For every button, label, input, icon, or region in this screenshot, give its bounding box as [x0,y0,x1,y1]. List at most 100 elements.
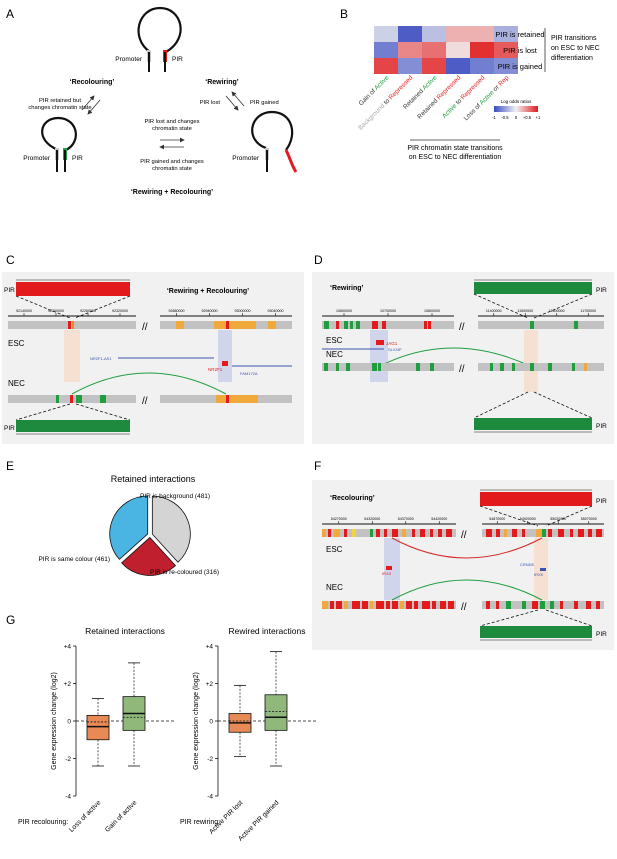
nec-track-left-f [322,601,456,609]
coordinate-label: 10700000 [380,309,396,313]
loop-top [137,6,182,53]
panel-e-title: Retained interactions [111,474,196,484]
esc-track-right-d [478,321,604,329]
heatmap-cell [494,58,518,74]
gene-c-1: NR2F1-AS1 [90,356,112,361]
slice-label-recoloured: PIR is re-coloured (316) [150,569,219,576]
legend-gradient [494,106,538,112]
box [86,714,110,741]
coordinate-label: 54920000 [520,517,536,521]
heatmap-cell [446,42,470,58]
pir-lost-label: PIR lost [200,100,221,106]
pir-label-left: PIR [72,155,83,162]
panel-f-title: ‘Recolouring’ [330,495,375,502]
side-label-3: differentiation [551,55,593,62]
panel-f-letter: F [314,459,321,473]
nec-label-c: NEC [8,379,25,388]
heatmap-cell [398,26,422,42]
promoter-highlight-c [218,330,232,382]
coordinate-label: 11500000 [517,309,533,313]
pie-chart [109,495,191,576]
heatmap-row-label: PIR is gained [498,62,543,71]
y-tick-label: 0 [209,719,213,726]
gained-changes-2: chromatin state [152,166,192,172]
coordinate-label: 11400000 [486,309,502,313]
svg-text://: // [142,396,148,407]
coordinate-label: 93000000 [235,309,251,313]
bottom-label-2: on ESC to NEC differentiation [409,154,502,161]
interaction-arc-f-esc [391,537,543,559]
pir-label-d-bottom: PIR [596,423,607,430]
heatmap-cell [446,58,470,74]
promoter-label-right: Promoter [232,155,260,162]
legend-tick: -0.5 [501,115,509,120]
coordinate-label: 54370000 [398,517,414,521]
heatmap-cell [446,26,470,42]
coordinate-label: 92200000 [48,309,64,313]
retained-note-1: PIR retained but [39,98,81,104]
heatmap-cell [470,58,494,74]
nec-label-f: NEC [326,583,343,592]
pie-slice [151,495,191,563]
recolouring-label: ‘Recolouring’ [70,79,115,86]
y-tick-label: -4 [65,794,71,801]
heatmap-col-label: Retained Repressed [416,74,462,120]
panel-e-letter: E [6,459,14,473]
y-tick-label: -2 [65,756,71,763]
row-label: PIR recolouring: [18,819,68,826]
panel-c-title: ‘Rewiring + Recolouring’ [167,288,249,295]
coordinate-label: 54420000 [431,517,447,521]
coordinate-label: 92260000 [80,309,96,313]
side-label-2: on ESC to NEC [551,45,600,52]
y-tick-label: 0 [67,719,71,726]
heatmap-cell [422,42,446,58]
panel-d-title: ‘Rewiring’ [330,285,364,292]
gene-f-2: CRNDE [520,562,535,567]
pir-label-d-top: PIR [596,287,607,294]
coordinate-label: 92880000 [169,309,185,313]
coordinate-label: 54320000 [364,517,380,521]
coordinate-label: 54870000 [489,517,505,521]
pir-zoom-bottom-f [480,626,592,638]
y-tick-label: +2 [64,681,72,688]
heatmap-cell [494,26,518,42]
lost-changes-1: PIR lost and changes [144,119,199,125]
interaction-arc-c [71,372,227,395]
slice-label-same: PIR is same colour (461) [38,556,110,563]
panel-b-letter: B [340,7,348,21]
heatmap-cell [398,58,422,74]
y-tick-label: -4 [207,794,213,801]
coordinate-label: 55070000 [581,517,597,521]
pir-label-top: PIR [172,56,183,63]
pir-label-c-bottom: PIR [4,425,15,432]
promoter-label-top: Promoter [115,56,143,63]
panel-a-letter: A [6,7,14,21]
heatmap-cell [422,58,446,74]
pir-zoom-top-f [480,492,592,506]
pir-label-f-top: PIR [596,498,607,505]
heatmap-cell [470,42,494,58]
pir-zoom-bottom-d [474,418,592,430]
heatmap-col-label: Active to Repressed [441,74,487,120]
box-label: Active PIR lost [208,799,244,835]
pir-highlight-d [524,330,538,392]
rewiring-label: ‘Rewiring’ [205,79,239,86]
promoter-highlight-d [370,330,388,382]
coordinate-label: 10800000 [424,309,440,313]
pir-zoom-top-d [474,282,592,294]
y-tick-label: +4 [206,644,214,651]
pir-zoom-bottom-c [16,420,130,432]
combo-label: ‘Rewiring + Recolouring’ [131,189,213,196]
heatmap-cell [398,42,422,58]
legend-tick: +1 [536,115,541,120]
gene-d-1: JAG1 [386,341,398,346]
heatmap-cell [374,58,398,74]
slice-label-background: PIR is background (481) [140,493,210,500]
gene-c-2: NR2F1 [208,367,223,372]
